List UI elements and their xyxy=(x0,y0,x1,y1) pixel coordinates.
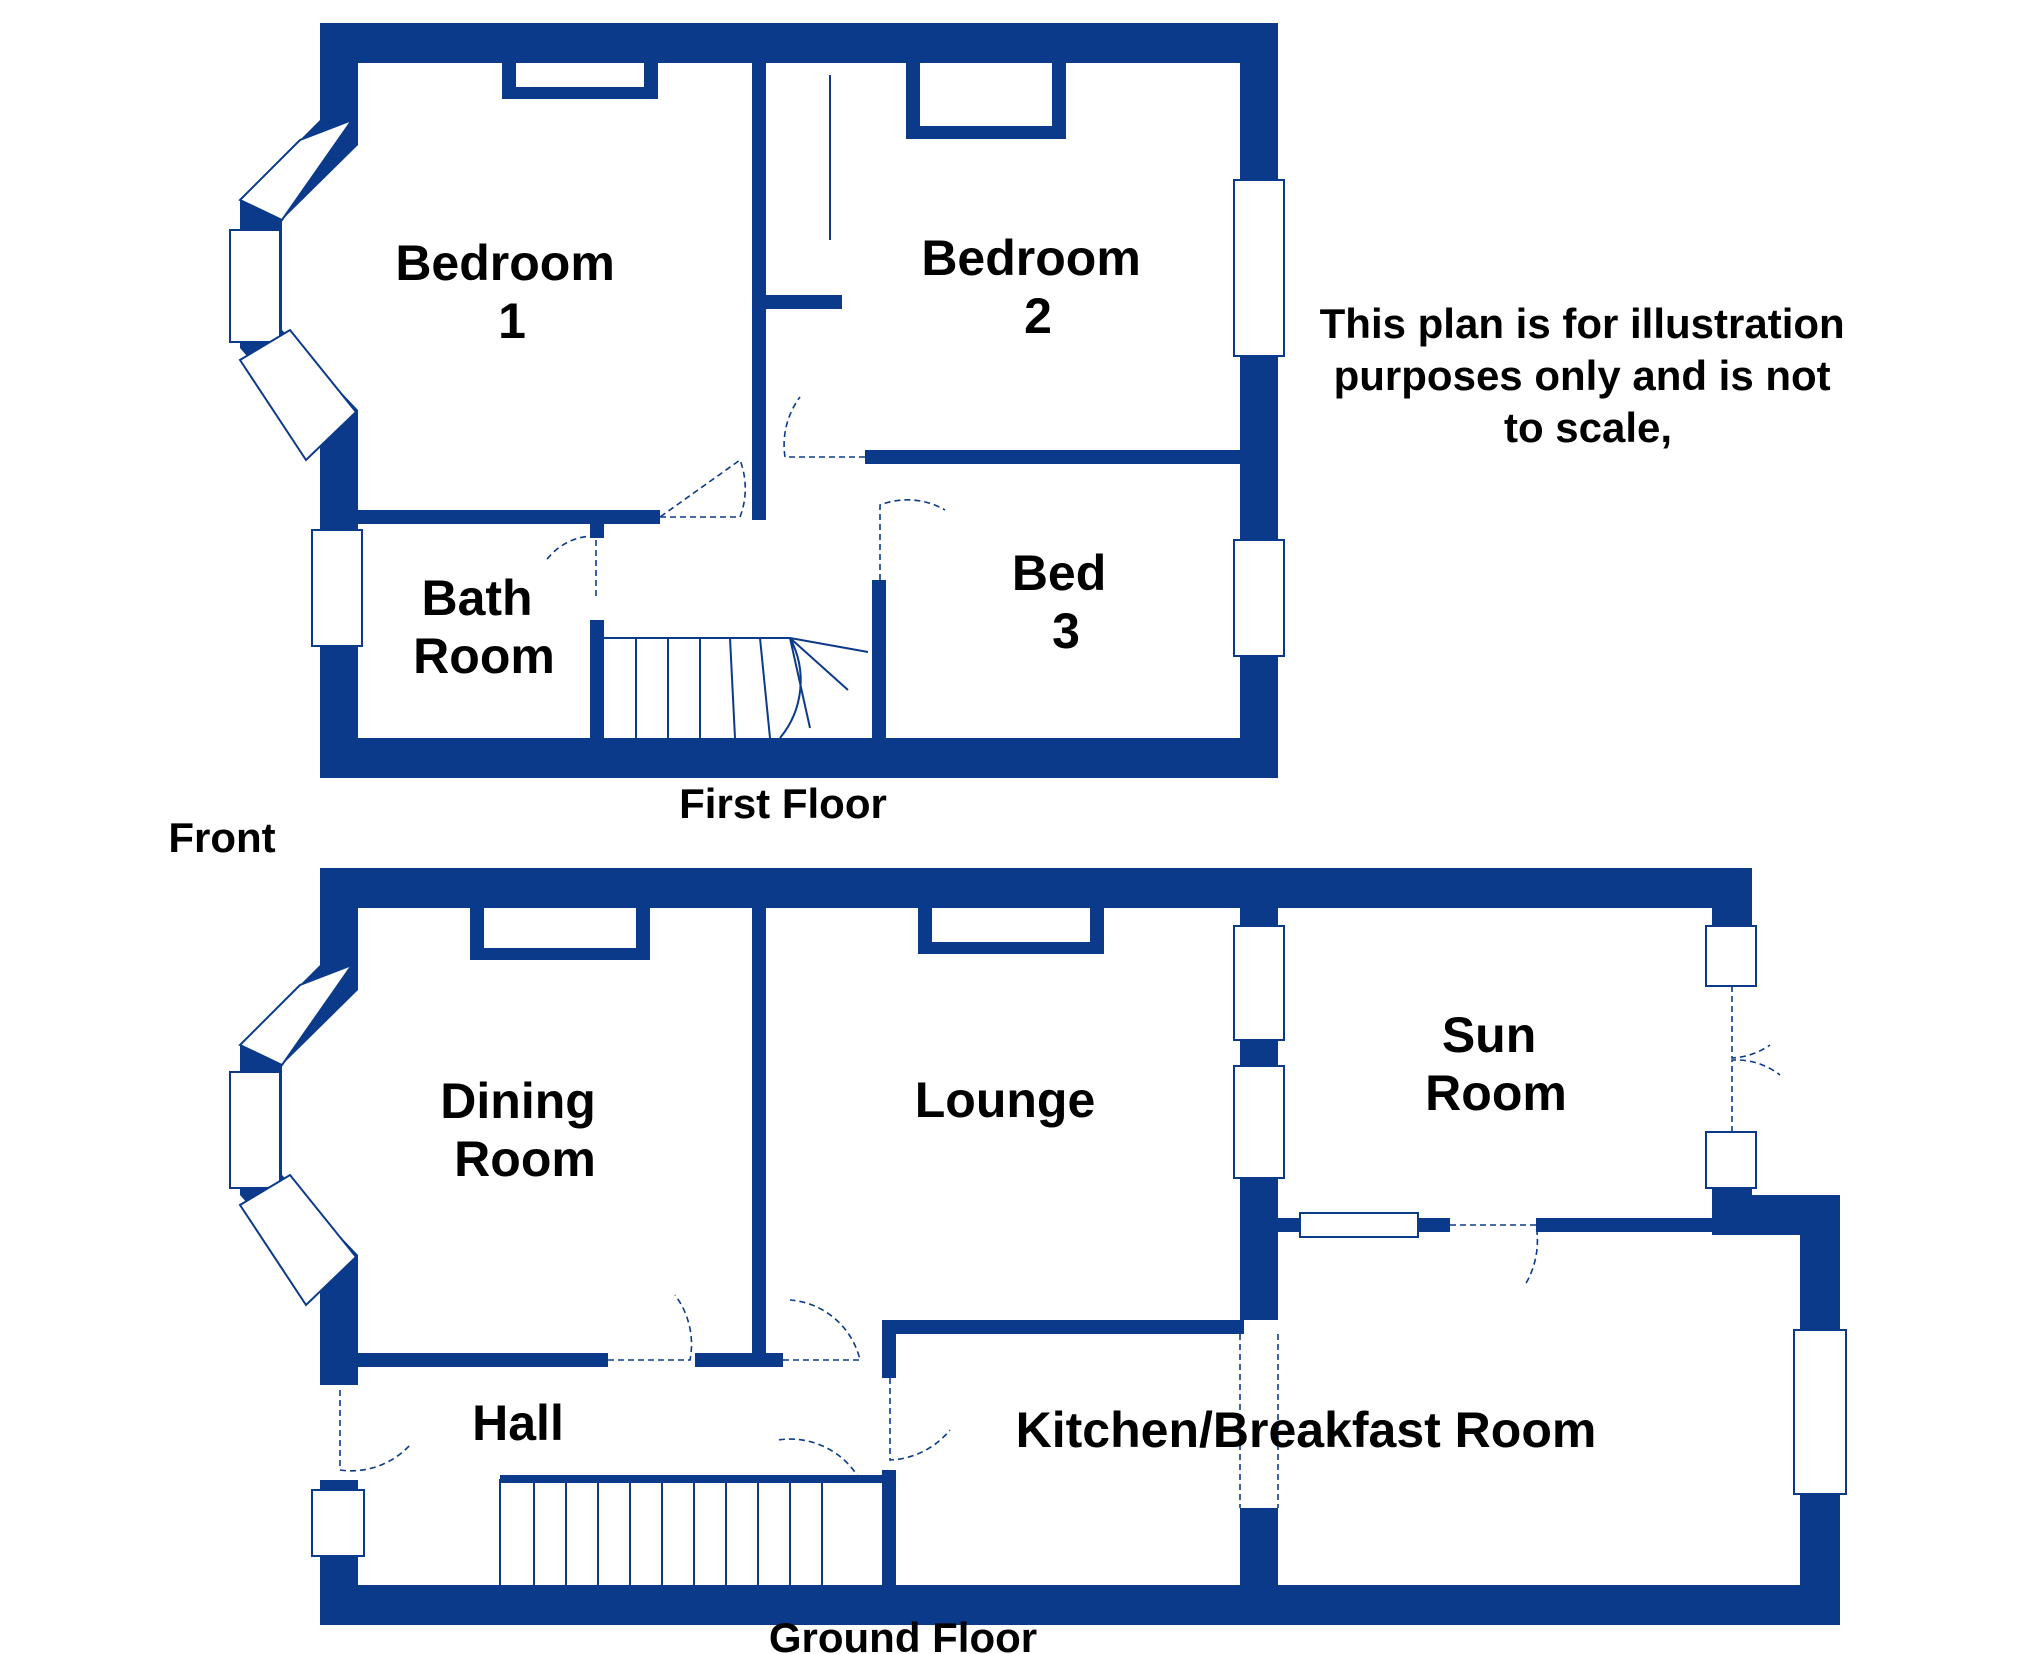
ground-floor-doors xyxy=(339,986,1781,1481)
bed3-window xyxy=(1233,539,1285,657)
lounge-label: Lounge xyxy=(915,1072,1096,1128)
ground-floor-plan: Dining Room Lounge Sun Room Hall Kitchen… xyxy=(229,868,1847,1654)
dining-line1: Dining xyxy=(440,1073,596,1129)
dining-line2: Room xyxy=(454,1131,596,1187)
bed3-line1: Bed xyxy=(1012,545,1106,601)
dining-bay-window-center xyxy=(229,1071,281,1189)
disclaimer-note: This plan is for illustration purposes o… xyxy=(1320,300,1857,451)
first-floor-doors xyxy=(544,396,946,596)
sunroom-window-top xyxy=(1705,925,1757,987)
bathroom-line2: Room xyxy=(413,628,555,684)
lounge-window-lower xyxy=(1233,1065,1285,1179)
disclaimer-line2: purposes only and is not xyxy=(1334,352,1831,399)
bed3-label: Bed 3 xyxy=(1012,545,1120,659)
lounge-window-upper xyxy=(1233,925,1285,1041)
bedroom1-line2: 1 xyxy=(498,293,526,349)
sunroom-label: Sun Room xyxy=(1425,1007,1567,1121)
disclaimer-line1: This plan is for illustration xyxy=(1320,300,1845,347)
dining-bay-window-upper xyxy=(238,962,355,1067)
bay-window-upper xyxy=(238,117,355,222)
sunroom-line1: Sun xyxy=(1442,1007,1536,1063)
first-floor-walls xyxy=(240,23,1278,778)
kitchen-window xyxy=(1793,1329,1847,1495)
bed2-window xyxy=(1233,179,1285,357)
bed3-line2: 3 xyxy=(1052,603,1080,659)
ground-floor-walls xyxy=(240,868,1840,1625)
disclaimer-line3: to scale, xyxy=(1504,404,1672,451)
bedroom2-label: Bedroom 2 xyxy=(921,230,1154,344)
bay-window-center xyxy=(229,229,281,343)
first-floor-title: First Floor xyxy=(679,780,887,827)
sunroom-window-bottom xyxy=(1705,1131,1757,1189)
bedroom2-line1: Bedroom xyxy=(921,230,1140,286)
hall-label: Hall xyxy=(472,1395,564,1451)
bathroom-window xyxy=(311,529,363,647)
first-floor-stairs xyxy=(604,637,869,739)
sunroom-line2: Room xyxy=(1425,1065,1567,1121)
dining-room-label: Dining Room xyxy=(440,1073,609,1187)
sunroom-kitchen-window xyxy=(1299,1212,1419,1238)
ground-floor-stairs xyxy=(499,1479,823,1585)
bathroom-label: Bath Room xyxy=(413,570,555,684)
first-floor-plan: Bedroom 1 Bedroom 2 Bath Room Bed 3 Firs… xyxy=(229,23,1285,827)
bedroom1-line1: Bedroom xyxy=(395,235,614,291)
front-label: Front xyxy=(168,814,275,861)
kitchen-label: Kitchen/Breakfast Room xyxy=(1016,1402,1597,1458)
bay-window-lower xyxy=(238,328,358,462)
bedroom2-line2: 2 xyxy=(1024,288,1052,344)
hall-window xyxy=(311,1489,365,1557)
dining-bay-window-lower xyxy=(238,1173,358,1307)
bedroom1-label: Bedroom 1 xyxy=(395,235,628,349)
ground-floor-title: Ground Floor xyxy=(769,1614,1037,1654)
bathroom-line1: Bath xyxy=(421,570,532,626)
